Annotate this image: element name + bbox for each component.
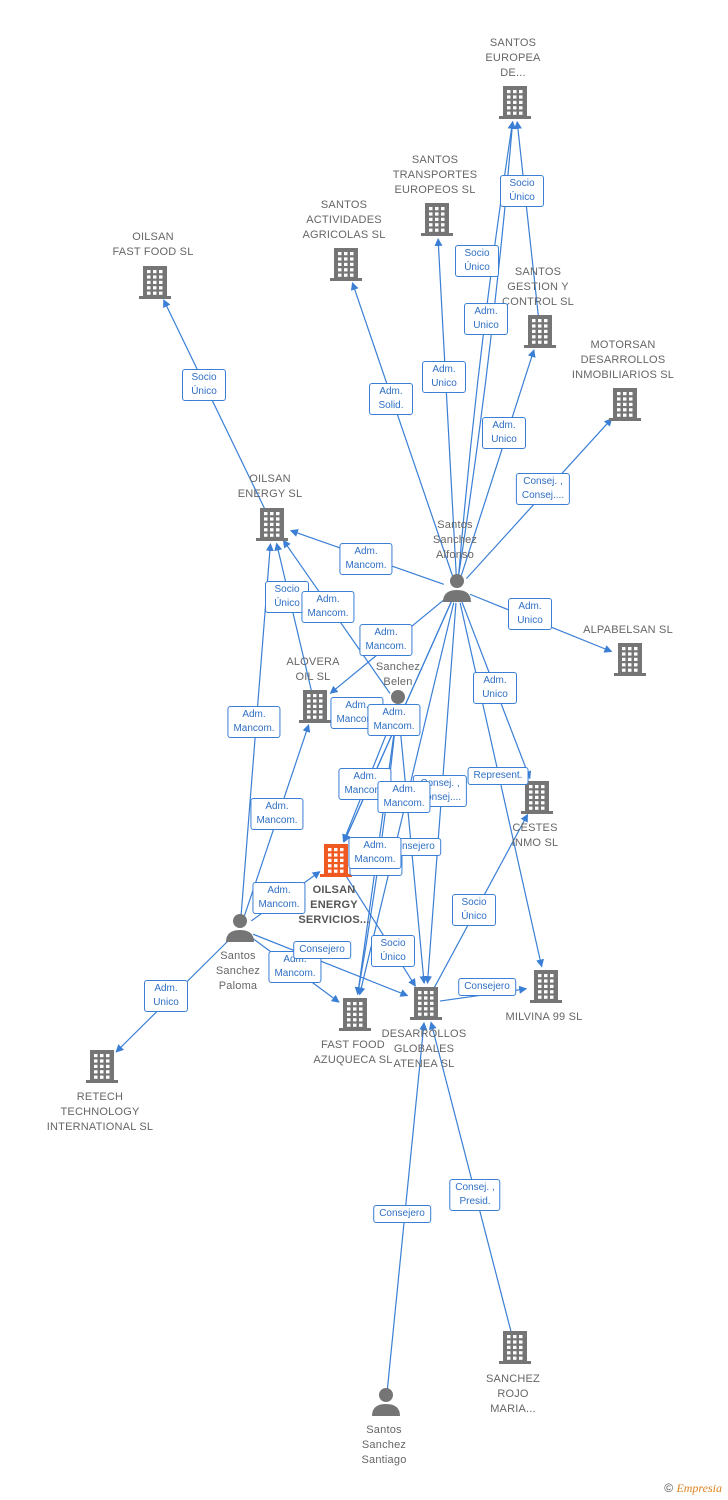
edge-label[interactable]: Adm. Unico	[482, 417, 526, 449]
edge-line	[434, 237, 457, 576]
icons-layer	[86, 86, 646, 1416]
edge-line	[513, 120, 540, 318]
node-label-oilsan-fast-food[interactable]: OILSAN FAST FOOD SL	[112, 231, 194, 258]
edge-label[interactable]: Represent.	[467, 767, 529, 785]
building-icon[interactable]	[330, 248, 362, 281]
copyright-symbol: ©	[664, 1481, 674, 1495]
edge-label[interactable]: Socio Único	[452, 894, 496, 926]
building-icon[interactable]	[499, 1331, 531, 1364]
edge-line	[350, 281, 454, 576]
edge-line	[428, 1021, 513, 1334]
edge-label[interactable]: Consej. , Consej....	[515, 473, 571, 505]
building-icon[interactable]	[609, 388, 641, 421]
edge-line	[163, 299, 267, 512]
edge-line	[274, 542, 313, 693]
building-icon[interactable]	[421, 203, 453, 236]
building-icon[interactable]	[521, 781, 553, 814]
node-label-fast-food-azuqueca[interactable]: FAST FOOD AZUQUECA SL	[313, 1039, 393, 1066]
focus-building-icon[interactable]	[320, 844, 352, 877]
edge-label[interactable]: Adm. Mancom.	[301, 591, 355, 623]
node-label-motorsan[interactable]: MOTORSAN DESARROLLOS INMOBILIARIOS SL	[571, 339, 675, 381]
person-icon[interactable]	[372, 1388, 400, 1416]
building-icon[interactable]	[339, 998, 371, 1031]
edge-label[interactable]: Adm. Unico	[508, 598, 552, 630]
node-label-paloma[interactable]: Santos Sanchez Paloma	[215, 950, 261, 992]
edge-label[interactable]: Adm. Unico	[473, 672, 517, 704]
edge-label[interactable]: Adm. Mancom.	[339, 543, 393, 575]
node-label-santos-transportes[interactable]: SANTOS TRANSPORTES EUROPEOS SL	[392, 154, 478, 196]
edge-label[interactable]: Consejero	[293, 941, 351, 959]
node-label-milvina[interactable]: MILVINA 99 SL	[505, 1011, 583, 1023]
node-label-santos-gestion[interactable]: SANTOS GESTION Y CONTROL SL	[502, 266, 574, 308]
edge-label[interactable]: Adm. Mancom.	[250, 798, 304, 830]
building-icon[interactable]	[614, 643, 646, 676]
brand-logo[interactable]: Empresia	[676, 1481, 722, 1495]
footer: © Empresia	[664, 1481, 722, 1496]
node-label-cestes[interactable]: CESTES INMO SL	[511, 822, 559, 849]
node-label-retech[interactable]: RETECH TECHNOLOGY INTERNATIONAL SL	[46, 1091, 154, 1133]
building-icon[interactable]	[139, 266, 171, 299]
node-label-alovera[interactable]: ALOVERA OIL SL	[286, 656, 340, 683]
node-label-santos-actividades[interactable]: SANTOS ACTIVIDADES AGRICOLAS SL	[302, 199, 386, 241]
building-icon[interactable]	[499, 86, 531, 119]
node-label-alpabelsan[interactable]: ALPABELSAN SL	[583, 624, 673, 636]
edge-label[interactable]: Consejero	[458, 978, 516, 996]
node-label-alfonso[interactable]: Santos Sanchez Alfonso	[432, 519, 478, 561]
edge-label[interactable]: Adm. Mancom.	[252, 882, 306, 914]
node-label-santos-europea[interactable]: SANTOS EUROPEA DE...	[485, 37, 541, 79]
edge-label[interactable]: Adm. Unico	[464, 303, 508, 335]
building-icon[interactable]	[299, 690, 331, 723]
node-label-oilsan-energy[interactable]: OILSAN ENERGY SL	[237, 473, 303, 500]
edge-label[interactable]: Adm. Mancom.	[348, 837, 402, 869]
edges-layer	[115, 120, 613, 1390]
edge-label[interactable]: Socio Único	[182, 369, 226, 401]
edge-label[interactable]: Socio Único	[455, 245, 499, 277]
edge-line	[252, 933, 409, 997]
node-label-santiago[interactable]: Santos Sanchez Santiago	[361, 1424, 407, 1466]
building-icon[interactable]	[410, 987, 442, 1020]
building-icon[interactable]	[256, 508, 288, 541]
edge-label[interactable]: Adm. Solid.	[369, 383, 413, 415]
building-icon[interactable]	[530, 970, 562, 1003]
edge-label[interactable]: Adm. Mancom.	[227, 706, 281, 738]
person-icon[interactable]	[226, 914, 254, 942]
building-icon[interactable]	[524, 315, 556, 348]
edge-label[interactable]: Adm. Unico	[144, 980, 188, 1012]
node-label-desarrollos-atenea[interactable]: DESARROLLOS GLOBALES ATENEA SL	[381, 1028, 467, 1070]
person-icon[interactable]	[443, 574, 471, 602]
edge-label[interactable]: Adm. Mancom.	[367, 704, 421, 736]
node-label-belen[interactable]: Sanchez Belen	[375, 661, 421, 688]
node-label-oilsan-servicios[interactable]: OILSAN ENERGY SERVICIOS...	[298, 884, 370, 926]
edge-label[interactable]: Adm. Mancom.	[359, 624, 413, 656]
edge-label[interactable]: Consej. , Presid.	[449, 1179, 501, 1211]
building-icon[interactable]	[86, 1050, 118, 1083]
node-label-sanchez-rojo[interactable]: SANCHEZ ROJO MARIA...	[486, 1373, 540, 1415]
edge-line	[342, 871, 416, 987]
edge-label[interactable]: Socio Único	[371, 935, 415, 967]
edge-line	[460, 349, 536, 576]
edge-label[interactable]: Adm. Unico	[422, 361, 466, 393]
edge-label[interactable]: Adm. Mancom.	[377, 781, 431, 813]
edge-label[interactable]: Socio Único	[500, 175, 544, 207]
edge-label[interactable]: Consejero	[373, 1205, 431, 1223]
